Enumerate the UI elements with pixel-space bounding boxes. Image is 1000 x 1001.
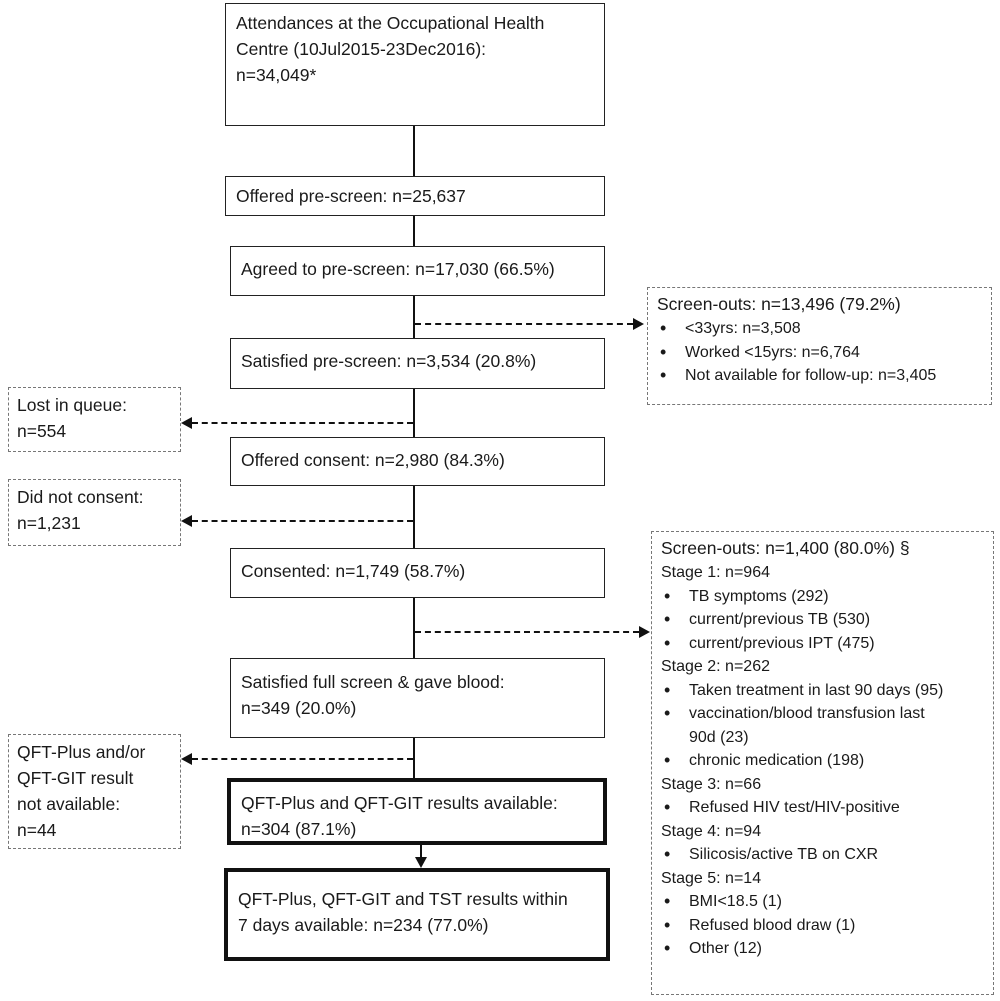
offered-consent-box: Offered consent: n=2,980 (84.3%) bbox=[230, 437, 605, 486]
agreed-prescreen-box: Agreed to pre-screen: n=17,030 (66.5%) bbox=[230, 246, 605, 296]
main-flow-line-8 bbox=[420, 845, 422, 857]
arrow-right-screenouts-2 bbox=[639, 626, 650, 638]
qft-tst-results-box: QFT-Plus, QFT-GIT and TST results within… bbox=[224, 868, 610, 961]
stage-2-label: Stage 2: n=262 bbox=[661, 658, 770, 675]
offered-prescreen-box: Offered pre-screen: n=25,637 bbox=[225, 176, 605, 216]
qft-not-available-line-1: QFT-Plus and/or bbox=[17, 742, 146, 762]
offered-prescreen-text: Offered pre-screen: n=25,637 bbox=[236, 186, 466, 206]
lost-in-queue-line-2: n=554 bbox=[17, 421, 67, 441]
screenouts-1-item: Worked <15yrs: n=6,764 bbox=[657, 341, 982, 365]
screenouts-2-title: Screen-outs: n=1,400 (80.0%) § bbox=[661, 538, 910, 558]
screenouts-1-item: <33yrs: n=3,508 bbox=[657, 317, 982, 341]
stage-3-list: Refused HIV test/HIV-positive bbox=[661, 796, 984, 820]
dashed-connector-screenouts-2 bbox=[415, 631, 639, 633]
did-not-consent-box: Did not consent: n=1,231 bbox=[8, 479, 181, 546]
dashed-connector-did-not-consent bbox=[192, 520, 413, 522]
lost-in-queue-box: Lost in queue: n=554 bbox=[8, 387, 181, 452]
arrow-right-screenouts-1 bbox=[633, 318, 644, 330]
did-not-consent-line-1: Did not consent: bbox=[17, 487, 144, 507]
satisfied-full-line-1: Satisfied full screen & gave blood: bbox=[241, 672, 505, 692]
qft-not-available-line-4: n=44 bbox=[17, 820, 57, 840]
attendances-line-2: Centre (10Jul2015-23Dec2016): bbox=[236, 39, 487, 59]
stage-4-list: Silicosis/active TB on CXR bbox=[661, 843, 984, 867]
stage-1-item: current/previous IPT (475) bbox=[661, 632, 984, 656]
arrow-left-qft-not-available bbox=[181, 753, 192, 765]
qft-not-available-line-3: not available: bbox=[17, 794, 121, 814]
qft-results-line-1: QFT-Plus and QFT-GIT results available: bbox=[241, 793, 558, 813]
stage-5-item: Other (12) bbox=[661, 937, 984, 961]
attendances-box: Attendances at the Occupational Health C… bbox=[225, 3, 605, 126]
stage-2-item-continued: 90d (23) bbox=[689, 728, 749, 746]
consented-box: Consented: n=1,749 (58.7%) bbox=[230, 548, 605, 598]
main-flow-line-7 bbox=[413, 738, 415, 778]
lost-in-queue-line-1: Lost in queue: bbox=[17, 395, 127, 415]
screenouts-box-2: Screen-outs: n=1,400 (80.0%) § Stage 1: … bbox=[651, 531, 994, 995]
qft-not-available-box: QFT-Plus and/or QFT-GIT result not avail… bbox=[8, 734, 181, 849]
qft-results-box: QFT-Plus and QFT-GIT results available: … bbox=[227, 778, 607, 845]
down-arrow-head bbox=[415, 857, 427, 868]
stage-2-list: Taken treatment in last 90 days (95) vac… bbox=[661, 679, 984, 773]
dashed-connector-lost-queue bbox=[192, 422, 413, 424]
stage-3-item: Refused HIV test/HIV-positive bbox=[661, 796, 984, 820]
offered-consent-text: Offered consent: n=2,980 (84.3%) bbox=[241, 450, 505, 470]
stage-2-item: Taken treatment in last 90 days (95) bbox=[661, 679, 984, 703]
main-flow-line-1 bbox=[413, 126, 415, 176]
screenouts-1-title: Screen-outs: n=13,496 (79.2%) bbox=[657, 294, 901, 314]
arrow-left-lost-queue bbox=[181, 417, 192, 429]
attendances-line-3: n=34,049* bbox=[236, 65, 317, 85]
satisfied-full-line-2: n=349 (20.0%) bbox=[241, 698, 357, 718]
stage-5-list: BMI<18.5 (1) Refused blood draw (1) Othe… bbox=[661, 890, 984, 961]
did-not-consent-line-2: n=1,231 bbox=[17, 513, 81, 533]
screenouts-1-list: <33yrs: n=3,508 Worked <15yrs: n=6,764 N… bbox=[657, 317, 982, 388]
stage-1-list: TB symptoms (292) current/previous TB (5… bbox=[661, 585, 984, 656]
main-flow-line-6 bbox=[413, 598, 415, 658]
stage-2-item: chronic medication (198) bbox=[661, 749, 984, 773]
stage-4-item: Silicosis/active TB on CXR bbox=[661, 843, 984, 867]
stage-1-item: TB symptoms (292) bbox=[661, 585, 984, 609]
stage-1-item: current/previous TB (530) bbox=[661, 608, 984, 632]
agreed-prescreen-text: Agreed to pre-screen: n=17,030 (66.5%) bbox=[241, 259, 555, 279]
qft-tst-line-1: QFT-Plus, QFT-GIT and TST results within bbox=[238, 889, 568, 909]
dashed-connector-qft-not-available bbox=[192, 758, 413, 760]
stage-2-item: vaccination/blood transfusion last bbox=[661, 702, 984, 726]
main-flow-line-4 bbox=[413, 389, 415, 437]
main-flow-line-3 bbox=[413, 296, 415, 338]
satisfied-full-screen-box: Satisfied full screen & gave blood: n=34… bbox=[230, 658, 605, 738]
dashed-connector-screenouts-1 bbox=[415, 323, 633, 325]
main-flow-line-2 bbox=[413, 216, 415, 246]
screenouts-1-item: Not available for follow-up: n=3,405 bbox=[657, 364, 982, 388]
stage-4-label: Stage 4: n=94 bbox=[661, 822, 762, 840]
screenouts-box-1: Screen-outs: n=13,496 (79.2%) <33yrs: n=… bbox=[647, 287, 992, 405]
qft-results-line-2: n=304 (87.1%) bbox=[241, 819, 357, 839]
stage-1-label: Stage 1: n=964 bbox=[661, 564, 770, 581]
stage-5-label: Stage 5: n=14 bbox=[661, 869, 762, 887]
stage-5-item: BMI<18.5 (1) bbox=[661, 890, 984, 914]
satisfied-prescreen-text: Satisfied pre-screen: n=3,534 (20.8%) bbox=[241, 351, 537, 371]
qft-not-available-line-2: QFT-GIT result bbox=[17, 768, 134, 788]
qft-tst-line-2: 7 days available: n=234 (77.0%) bbox=[238, 915, 489, 935]
main-flow-line-5 bbox=[413, 486, 415, 548]
consented-text: Consented: n=1,749 (58.7%) bbox=[241, 561, 466, 581]
attendances-line-1: Attendances at the Occupational Health bbox=[236, 13, 545, 33]
arrow-left-did-not-consent bbox=[181, 515, 192, 527]
stage-3-label: Stage 3: n=66 bbox=[661, 775, 762, 793]
satisfied-prescreen-box: Satisfied pre-screen: n=3,534 (20.8%) bbox=[230, 338, 605, 389]
stage-5-item: Refused blood draw (1) bbox=[661, 914, 984, 938]
